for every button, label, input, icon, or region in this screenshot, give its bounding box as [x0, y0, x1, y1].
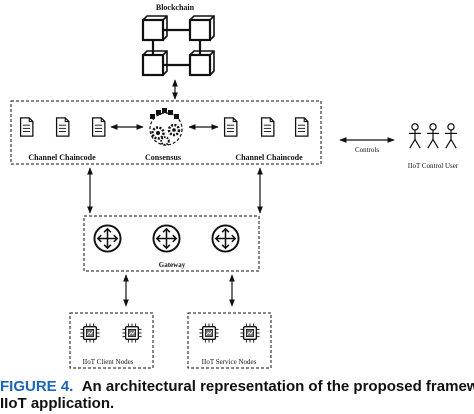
control-users — [408, 123, 458, 149]
consensus-gears-icon — [149, 108, 183, 146]
router-icon — [93, 224, 122, 253]
blockchain-label: Blockchain — [156, 3, 195, 12]
left-chaincode-documents — [19, 117, 106, 137]
blockchain-cubes-icon — [141, 15, 215, 77]
client-nodes-box — [69, 312, 154, 369]
document-icon — [91, 117, 106, 137]
control-user-label: IIoT Control User — [408, 162, 459, 170]
user-figure-icon — [426, 123, 440, 149]
caption-line-1: FIGURE 4. An architectural representatio… — [0, 378, 474, 395]
chip-icon — [199, 323, 219, 343]
caption-text-line-1: An architectural representation of the p… — [81, 378, 474, 395]
client-nodes-label: IIoT Client Nodes — [83, 358, 134, 366]
document-icon — [223, 117, 238, 137]
controls-label: Controls — [355, 146, 379, 154]
caption-text-line-2: IIoT application. — [0, 395, 115, 412]
gateway-label: Gateway — [159, 261, 186, 269]
right-chaincode-label: Channel Chaincode — [235, 153, 303, 162]
document-icon — [260, 117, 275, 137]
platform-box — [10, 100, 322, 165]
left-chaincode-label: Channel Chaincode — [28, 153, 96, 162]
user-figure-icon — [444, 123, 458, 149]
chip-icon — [122, 323, 142, 343]
figure-number: FIGURE 4. — [0, 378, 74, 395]
gateway-box — [83, 215, 260, 272]
chip-icon — [80, 323, 100, 343]
consensus-label: Consensus — [145, 153, 181, 162]
chip-icon — [240, 323, 260, 343]
user-figure-icon — [408, 123, 422, 149]
document-icon — [55, 117, 70, 137]
right-chaincode-documents — [223, 117, 309, 137]
service-nodes-box — [187, 312, 272, 369]
router-icon — [211, 224, 240, 253]
figure-caption: FIGURE 4. An architectural representatio… — [0, 378, 474, 412]
router-icon — [152, 224, 181, 253]
document-icon — [294, 117, 309, 137]
caption-line-2: IIoT application. — [0, 395, 474, 412]
service-nodes-label: IIoT Service Nodes — [202, 358, 257, 366]
document-icon — [19, 117, 34, 137]
